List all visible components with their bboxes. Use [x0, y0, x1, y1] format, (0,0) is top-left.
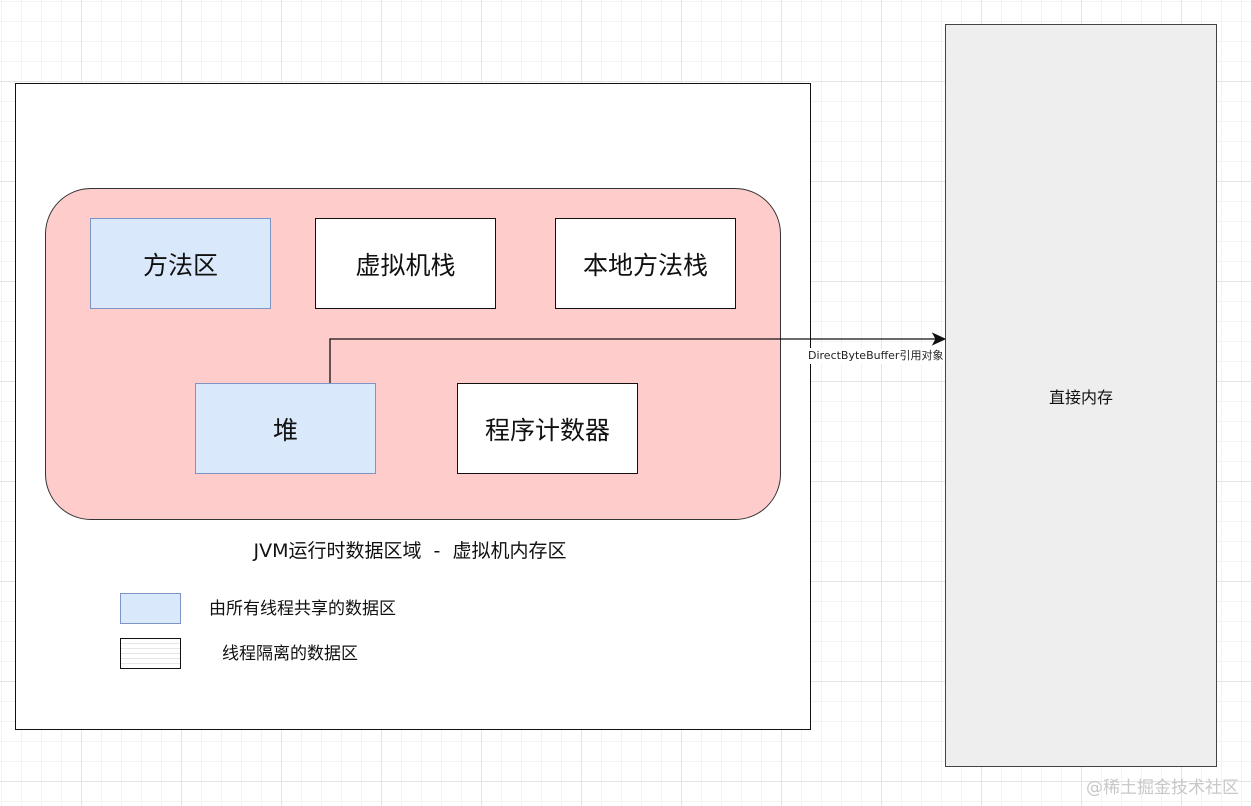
legend-isolated-swatch: [120, 638, 181, 669]
direct-memory-label: 直接内存: [1048, 387, 1113, 407]
direct-memory-box[interactable]: 直接内存: [945, 24, 1217, 767]
method-area-box[interactable]: 方法区: [90, 218, 271, 309]
native-method-stack-box[interactable]: 本地方法栈: [555, 218, 736, 309]
legend-shared-swatch: [120, 593, 181, 624]
connector-arrowhead-icon: [931, 332, 947, 346]
legend-shared-label: 由所有线程共享的数据区: [209, 599, 396, 619]
watermark: @稀土掘金技术社区: [1086, 778, 1239, 798]
vm-stack-box[interactable]: 虚拟机栈: [315, 218, 496, 309]
legend-isolated-label: 线程隔离的数据区: [222, 644, 358, 664]
connector-label: DirectByteBuffer引用对象: [807, 348, 945, 364]
heap-box[interactable]: 堆: [195, 383, 376, 474]
jvm-region-title: JVM运行时数据区域 - 虚拟机内存区: [253, 540, 567, 562]
program-counter-box[interactable]: 程序计数器: [457, 383, 638, 474]
